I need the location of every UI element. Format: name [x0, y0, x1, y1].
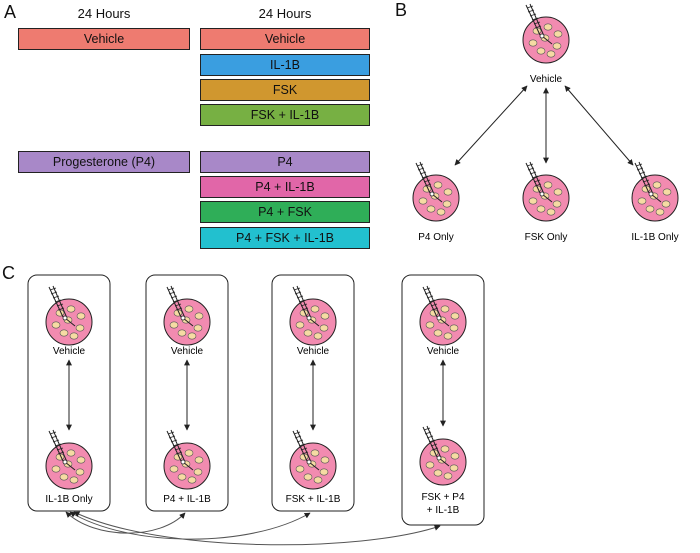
group-2-top-label: Vehicle — [171, 346, 204, 357]
group-4-top-label: Vehicle — [427, 346, 460, 357]
treatment-box-fsk-il1b: FSK + IL-1B — [200, 104, 370, 126]
cell-icon — [289, 429, 337, 490]
group-3-top-label: Vehicle — [297, 346, 330, 357]
comparison-arrow — [454, 85, 528, 166]
group-2-bottom-label: P4 + IL-1B — [163, 494, 211, 505]
group-frame — [27, 274, 111, 512]
treatment-box-fsk: FSK — [200, 79, 370, 101]
panel-label-c: C — [2, 263, 15, 283]
cell-icon — [522, 161, 570, 222]
treatment-box-p4: P4 — [200, 151, 370, 173]
cross-comparison-arrow — [65, 511, 186, 534]
cell-icon — [45, 285, 93, 346]
treatment-box-il1b: IL-1B — [200, 54, 370, 76]
left-column-header: 24 Hours — [77, 6, 131, 21]
cell-icon — [522, 3, 570, 64]
group-1-top-label: Vehicle — [53, 346, 86, 357]
group-frame — [401, 274, 485, 526]
cell-label-vehicle: Vehicle — [530, 74, 563, 85]
cell-label-p4-only: P4 Only — [418, 232, 454, 243]
group-4-bottom-label-line2: + IL-1B — [427, 505, 460, 516]
cell-icon — [289, 285, 337, 346]
comparison-arrow — [564, 85, 634, 166]
cell-icon — [163, 429, 211, 490]
right-column-header: 24 Hours — [258, 6, 312, 21]
cell-icon — [412, 161, 460, 222]
group-frame — [271, 274, 355, 512]
treatment-box-vehicle: Vehicle — [200, 28, 370, 50]
panel-label-b: B — [395, 0, 408, 20]
group-3-bottom-label: FSK + IL-1B — [286, 494, 341, 505]
cross-comparison-arrow — [69, 511, 311, 540]
group-4-bottom-label-line1: FSK + P4 — [421, 492, 465, 503]
treatment-box-p4-il1b: P4 + IL-1B — [200, 176, 370, 198]
cell-icon — [419, 285, 467, 346]
cell-label-fsk-only: FSK Only — [525, 232, 568, 243]
treatment-box-progesterone: Progesterone (P4) — [18, 151, 190, 173]
cell-label-il1b-only: IL-1B Only — [631, 232, 678, 243]
cell-icon — [419, 425, 467, 486]
treatment-box-vehicle-left: Vehicle — [18, 28, 190, 50]
group-1-bottom-label: IL-1B Only — [45, 494, 92, 505]
treatment-box-p4-fsk: P4 + FSK — [200, 201, 370, 223]
panel-label-a: A — [4, 2, 17, 22]
group-frame — [145, 274, 229, 512]
cell-icon — [631, 161, 679, 222]
cell-icon — [163, 285, 211, 346]
treatment-box-p4-fsk-il1b: P4 + FSK + IL-1B — [200, 227, 370, 249]
cross-comparison-arrow — [73, 511, 441, 546]
cell-icon — [45, 429, 93, 490]
